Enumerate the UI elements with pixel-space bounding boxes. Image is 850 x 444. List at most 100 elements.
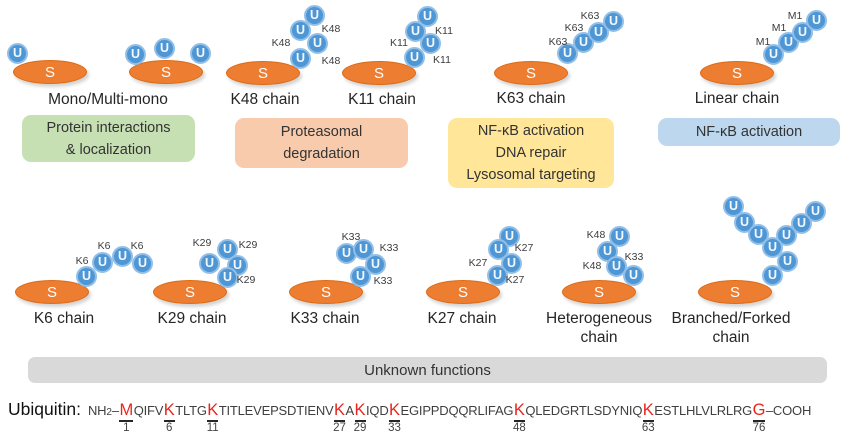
ubiquitin-unit: U	[190, 43, 211, 64]
sequence-segment: ESTLHLVLRLRG	[654, 403, 753, 418]
function-box-nfkb-activation: NF-κB activation	[658, 118, 840, 146]
chain-name-line: chain	[712, 329, 750, 346]
sequence-segment: A	[345, 403, 355, 418]
residue-letter: G	[752, 401, 766, 419]
sequence-segment: QLEDGRTLSDYNIQ	[525, 403, 643, 418]
substrate-ellipse: S	[342, 61, 416, 85]
function-box-line: NF-κB activation	[695, 124, 803, 140]
ubiquitin-unit: U	[112, 246, 133, 267]
chain-name-label: K29 chain	[157, 310, 227, 327]
ubiquitin-unit: U	[405, 21, 426, 42]
substrate-ellipse: S	[289, 280, 363, 304]
ubiquitin-unit: U	[217, 239, 238, 260]
ubiquitin-unit: U	[290, 20, 311, 41]
linkage-label: K6	[75, 255, 89, 267]
sequence-segment: IQD	[366, 403, 389, 418]
carboxy-terminus: –COOH	[765, 403, 812, 418]
residue-number: 48	[512, 422, 526, 434]
linkage-label: K48	[271, 37, 291, 49]
sequence-title: Ubiquitin:	[8, 399, 81, 419]
ubiquitin-unit: U	[420, 33, 441, 54]
ubiquitin-unit: U	[154, 38, 175, 59]
linkage-label: K6	[97, 240, 111, 252]
linkage-label: K33	[379, 242, 399, 254]
linkage-label: K27	[505, 274, 525, 286]
residue-letter: M	[119, 401, 134, 419]
function-box-line: NF-κB activation	[477, 123, 585, 139]
residue-letter: K	[163, 401, 175, 419]
ubiquitin-unit: U	[777, 251, 798, 272]
chain-name-line: chain	[580, 329, 618, 346]
ubiquitin-unit: U	[487, 265, 508, 286]
residue-letter: K	[642, 401, 654, 419]
linkage-label: K11	[433, 54, 451, 66]
chain-name-label: K11 chain	[348, 91, 416, 108]
substrate-ellipse: S	[562, 280, 636, 304]
function-box-nfkb-dna-lysosomal: NF-κB activation DNA repair Lysosomal ta…	[448, 118, 614, 188]
ubiquitin-unit: U	[404, 47, 425, 68]
function-box-line: degradation	[283, 146, 360, 162]
function-box-line: Lysosomal targeting	[466, 167, 596, 183]
linkage-label: K11	[435, 25, 453, 37]
residue-K33: K 33	[388, 401, 401, 434]
linkage-label: M1	[787, 10, 803, 22]
ubiquitin-unit: U	[350, 266, 371, 287]
residue-K63: K 63	[642, 401, 655, 434]
chain-name-label: K33 chain	[290, 310, 360, 327]
ubiquitin-unit: U	[199, 253, 220, 274]
linkage-label: K48	[582, 260, 602, 272]
chain-name-line: Branched/Forked	[671, 310, 791, 327]
ubiquitin-unit: U	[623, 265, 644, 286]
function-box-protein-interactions: Protein interactions & localization	[22, 115, 195, 162]
ubiquitin-unit: U	[557, 43, 578, 64]
chain-name-label: K27 chain	[427, 310, 497, 327]
chain-name-line: Heterogeneous	[546, 310, 652, 327]
ubiquitin-unit: U	[7, 43, 28, 64]
ubiquitin-unit: U	[763, 44, 784, 65]
residue-G76: G 76	[752, 401, 766, 434]
residue-number: 6	[166, 422, 173, 434]
ubiquitin-unit: U	[217, 267, 238, 288]
unknown-functions-label: Unknown functions	[364, 361, 491, 379]
ubiquitin-unit: U	[336, 243, 357, 264]
ubiquitin-unit: U	[132, 253, 153, 274]
chain-name-label: K48 chain	[230, 91, 300, 108]
substrate-ellipse: S	[494, 61, 568, 85]
function-box-proteasomal-degradation: Proteasomal degradation	[235, 118, 408, 168]
linkage-label: K63	[564, 22, 584, 34]
ubiquitin-unit: U	[417, 6, 438, 27]
sequence-segment: TITLEVEPSDTIENV	[218, 403, 334, 418]
substrate-ellipse: S	[698, 280, 772, 304]
linkage-label: M1	[755, 36, 771, 48]
linkage-label: K27	[468, 257, 488, 269]
residue-number: 76	[752, 422, 766, 434]
substrate-ellipse: S	[700, 61, 774, 85]
substrate-ellipse: S	[15, 280, 89, 304]
linkage-label: K63	[548, 36, 568, 48]
chain-name-label: K6 chain	[33, 310, 95, 327]
linkage-label: K33	[373, 275, 393, 287]
ubiquitin-unit: U	[609, 226, 630, 247]
residue-letter: K	[389, 401, 401, 419]
unknown-functions-bar: Unknown functions	[28, 357, 827, 383]
linkage-label: K48	[321, 23, 341, 35]
ubiquitin-unit: U	[762, 237, 783, 258]
linkage-label: K6	[130, 240, 144, 252]
chain-name-label: Branched/Forked chain	[672, 309, 791, 347]
residue-number: 33	[388, 422, 401, 434]
ubiquitin-unit: U	[304, 5, 325, 26]
residue-number: 63	[641, 422, 655, 434]
sequence-segment: QIFV	[133, 403, 164, 418]
ubiquitin-unit: U	[806, 10, 827, 31]
function-box-line: & localization	[65, 141, 152, 158]
substrate-ellipse: S	[426, 280, 500, 304]
chain-name-label: Linear chain	[694, 90, 780, 107]
linkage-label: K29	[192, 237, 212, 249]
residue-letter: K	[513, 401, 525, 419]
